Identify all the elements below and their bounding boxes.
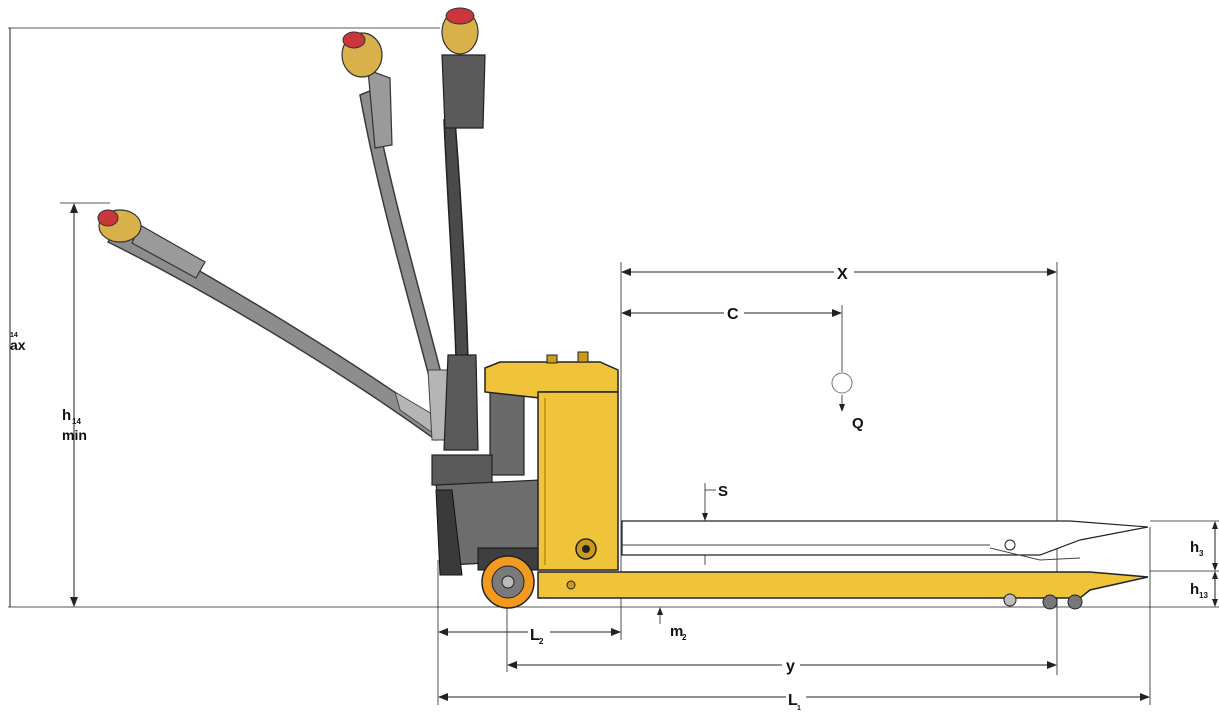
- truck-body: [484, 351, 1149, 610]
- m2-symbol: m: [670, 623, 683, 640]
- drive-unit: [431, 389, 541, 609]
- tiller-handle-low: [97, 209, 443, 442]
- m2-subscript: 2: [682, 633, 687, 642]
- c-label: C: [727, 306, 739, 323]
- x-label: X: [837, 266, 848, 283]
- h14-min-symbol: h: [62, 407, 71, 424]
- h3-symbol: h: [1190, 539, 1199, 556]
- l2-subscript: 2: [539, 637, 544, 646]
- q-label: Q: [852, 415, 864, 432]
- l1-subscript: 1: [797, 705, 801, 712]
- h13-symbol: h: [1190, 581, 1199, 598]
- h13-subscript: 13: [1199, 591, 1208, 600]
- h14-min-subscript: 14: [72, 417, 81, 426]
- s-label: S: [718, 483, 728, 500]
- h14-min-label: min: [62, 427, 87, 443]
- h14-max-subscript: 14: [10, 332, 18, 339]
- tiller-handle-upright: [441, 7, 486, 451]
- y-label: y: [786, 658, 795, 675]
- dimension-lines: [8, 27, 1219, 705]
- h3-subscript: 3: [1199, 549, 1204, 558]
- dimension-labels: 14 ax h 14 min X C Q S h 3 h 13 L 2 m 2 …: [10, 262, 1208, 712]
- h14-max-label: ax: [10, 337, 26, 353]
- l1-symbol: L: [788, 692, 798, 709]
- l2-symbol: L: [530, 627, 540, 644]
